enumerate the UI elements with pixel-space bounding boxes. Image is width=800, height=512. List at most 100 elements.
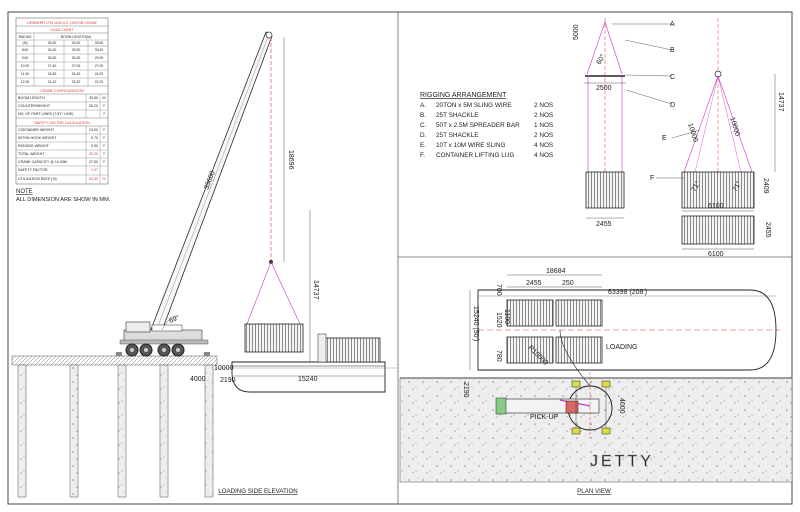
table-cell: 33.40 bbox=[95, 48, 104, 52]
table-cell: 24.30 bbox=[72, 72, 81, 76]
barge-container-end bbox=[317, 333, 327, 363]
rigging-desc: 50T x 2.5M SPREADER BAR bbox=[436, 122, 520, 129]
outrigger-pad bbox=[571, 427, 581, 435]
table-cell: 22.10 bbox=[48, 80, 57, 84]
jetty-pile bbox=[204, 364, 214, 498]
boom-length-1: 26.00 bbox=[48, 41, 57, 45]
jetty-label: JETTY bbox=[590, 453, 654, 470]
config-unit: M bbox=[103, 96, 106, 100]
jetty-pile bbox=[69, 364, 79, 498]
boom-col-header: BOOM LENGTH(M) bbox=[61, 35, 91, 39]
rigging-desc: 10T x 10M WIRE SLING bbox=[436, 142, 506, 149]
rigging-qty: 1 NOS bbox=[534, 122, 553, 129]
rigging-letter: A. bbox=[420, 102, 426, 109]
callout-f: F bbox=[650, 175, 654, 182]
plan-container bbox=[555, 299, 603, 327]
outrigger-pad bbox=[571, 380, 581, 388]
dim-700: 700 bbox=[495, 284, 502, 296]
boom-head-sheave bbox=[265, 31, 273, 39]
rigging-desc: 25T SHACKLE bbox=[436, 132, 479, 139]
note-text: ALL DIMENSION ARE SHOW IN MM. bbox=[16, 197, 111, 203]
dim-780: 780 bbox=[495, 350, 502, 362]
rigging-qty: 4 NOS bbox=[534, 142, 553, 149]
plan-container bbox=[506, 299, 554, 327]
dim-1100: 1100 bbox=[503, 309, 510, 324]
table-cell: 33.90 bbox=[72, 48, 81, 52]
dim-6100: 6100 bbox=[708, 203, 724, 210]
plan-container bbox=[506, 336, 554, 364]
dim-1520: 1520 bbox=[495, 312, 502, 328]
config-unit: 7 bbox=[103, 112, 105, 116]
container-front-view bbox=[681, 171, 755, 209]
rigging-list: RIGGING ARRANGEMENT A. 20TON x 5M SLING … bbox=[420, 92, 553, 159]
safety-factor-value: 1.07 bbox=[91, 168, 98, 172]
safety-label: CONTAINER WEIGHT bbox=[18, 128, 55, 132]
rigging-desc: CONTAINER LIFTING LUG bbox=[436, 152, 514, 159]
suspended-container bbox=[244, 323, 304, 353]
dim-4000: 4000 bbox=[190, 376, 206, 383]
callout-leaders bbox=[612, 23, 701, 179]
safety-value: 25.20 bbox=[89, 152, 98, 156]
callout-c: C bbox=[670, 74, 675, 81]
jetty-pile bbox=[17, 364, 27, 498]
safety-rows: CONTAINER WEIGHT 24.00 T 50TON HOOK WEIG… bbox=[16, 128, 108, 181]
rigging-letter: F. bbox=[420, 152, 425, 159]
callout-d: D bbox=[670, 102, 675, 109]
pickup-label: PICK-UP bbox=[530, 414, 559, 421]
sling-line bbox=[694, 75, 719, 173]
safety-unit: T bbox=[103, 136, 106, 140]
safety-value: 27.00 bbox=[89, 160, 98, 164]
counterweight-plan bbox=[565, 400, 579, 414]
table-cell: 22.20 bbox=[95, 80, 104, 84]
config-title: CRANE CONFIGURATION bbox=[40, 89, 84, 93]
table-cell: 22.20 bbox=[72, 80, 81, 84]
plan-container bbox=[555, 336, 603, 364]
dim-15240: 15240 bbox=[298, 376, 318, 383]
config-label: BOOM LENGTH bbox=[18, 96, 45, 100]
utilization-label: UTILIZATION RATE (%) bbox=[18, 177, 57, 181]
dim-10000: 10000 bbox=[214, 365, 234, 372]
config-label: COUNTERWEIGHT bbox=[18, 104, 51, 108]
rigging-letter: E. bbox=[420, 142, 426, 149]
config-value: 33.60 bbox=[89, 96, 98, 100]
angle-60: 60° bbox=[595, 53, 607, 66]
plan-view: JETTY R10000 LOADING PICK-UP 18684 2455 … bbox=[399, 268, 793, 495]
sling-line bbox=[717, 75, 742, 173]
rigging-qty: 2 NOS bbox=[534, 112, 553, 119]
crane-plan bbox=[502, 398, 600, 414]
safety-unit: T bbox=[103, 128, 106, 132]
table-cell: 27.40 bbox=[48, 64, 57, 68]
safety-unit: T bbox=[103, 160, 106, 164]
rigging-letter: B. bbox=[420, 112, 426, 119]
safety-unit: T bbox=[103, 144, 106, 148]
boom-angle: 69° bbox=[168, 314, 181, 325]
safety-label: RIGGING WEIGHT bbox=[18, 144, 50, 148]
safety-value: 0.70 bbox=[91, 136, 98, 140]
jetty-pile bbox=[117, 364, 127, 498]
container-plan bbox=[681, 215, 755, 245]
swing-arc bbox=[559, 329, 591, 387]
dim-2455: 2455 bbox=[596, 221, 612, 228]
boom-length-2: 30.00 bbox=[72, 41, 81, 45]
height-dim: 14737 bbox=[312, 280, 319, 300]
radius-unit: (M) bbox=[22, 41, 27, 45]
sling-line bbox=[586, 21, 606, 75]
sling-line bbox=[246, 261, 272, 325]
rigging-letter: C. bbox=[420, 122, 427, 129]
boom-length-3: 33.60 bbox=[95, 41, 104, 45]
dim-4000-plan: 4000 bbox=[618, 398, 625, 414]
dim-5000: 5000 bbox=[573, 24, 580, 40]
sling-line bbox=[270, 261, 301, 325]
table-cell: 30.60 bbox=[48, 56, 57, 60]
config-unit: T bbox=[103, 104, 106, 108]
safety-factor-label: SAFETY FACTOR bbox=[18, 168, 48, 172]
utilization-value: 93.33 bbox=[89, 177, 98, 181]
callout-a: A bbox=[670, 21, 675, 28]
table-cell: 24.20 bbox=[95, 72, 104, 76]
safety-title: SAFETY FACTOR CALCULATION bbox=[34, 121, 90, 125]
table-cell: 24.50 bbox=[48, 72, 57, 76]
dim-2455-b: 2455 bbox=[764, 222, 771, 238]
rigging-title: RIGGING ARRANGEMENT bbox=[420, 92, 507, 99]
elevation-caption: LOADING SIDE ELEVATION bbox=[218, 488, 298, 495]
table-cell: 27.00 bbox=[72, 64, 81, 68]
